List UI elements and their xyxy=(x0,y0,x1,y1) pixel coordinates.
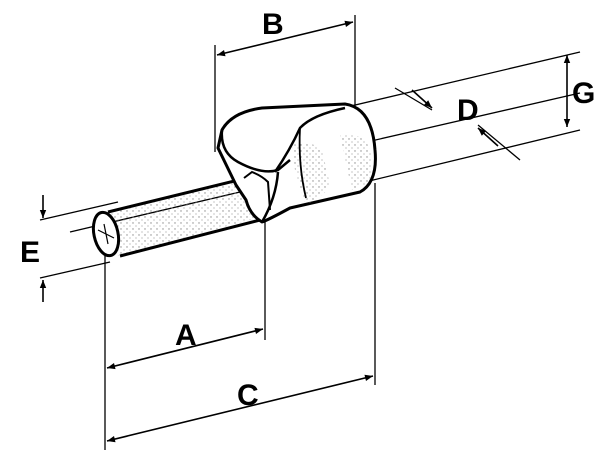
label-d: D xyxy=(457,94,479,127)
dim-line-b xyxy=(216,20,354,57)
dim-line-d-bottom xyxy=(477,127,499,147)
dim-line-a xyxy=(106,327,264,370)
label-b: B xyxy=(262,8,284,41)
label-a: A xyxy=(175,319,197,352)
ferrule-collar xyxy=(216,102,377,224)
label-g: G xyxy=(572,77,595,110)
label-c: C xyxy=(237,379,259,412)
dim-line-c xyxy=(106,374,374,443)
dimension-lines xyxy=(39,20,571,443)
dim-line-d-top xyxy=(411,89,433,109)
label-e: E xyxy=(20,236,40,269)
ferrule-pin xyxy=(91,174,272,258)
